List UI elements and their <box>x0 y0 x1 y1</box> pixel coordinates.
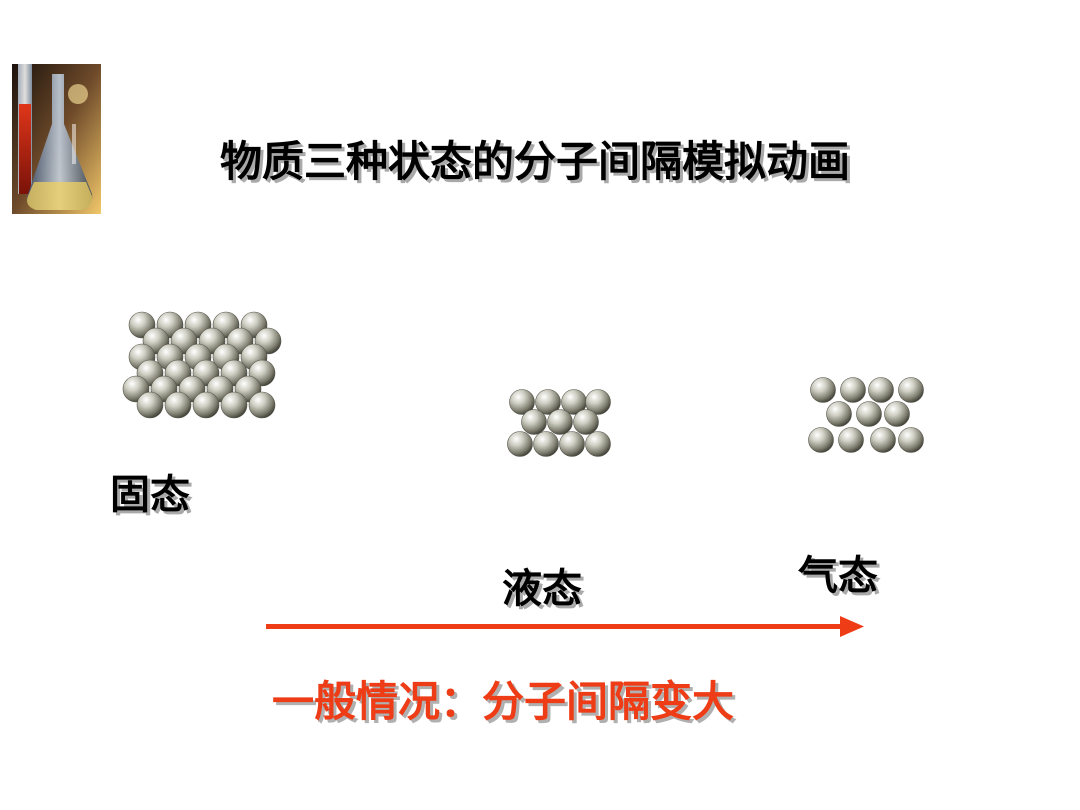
molecule <box>810 377 836 403</box>
solid-state-label: 固态 <box>110 472 190 518</box>
molecule <box>192 391 220 419</box>
molecule <box>585 389 611 415</box>
molecule <box>535 389 561 415</box>
right-arrow-icon <box>266 616 864 637</box>
liquid-molecules <box>507 389 611 457</box>
molecule <box>507 431 533 457</box>
molecule <box>547 409 573 435</box>
solid-molecules <box>122 311 282 419</box>
molecule <box>868 377 894 403</box>
molecule <box>898 427 924 453</box>
molecule <box>220 391 248 419</box>
molecule <box>808 427 834 453</box>
molecule <box>585 431 611 457</box>
molecule <box>509 389 535 415</box>
molecule <box>573 409 599 435</box>
molecule <box>884 401 910 427</box>
slide-title: 物质三种状态的分子间隔模拟动画 <box>220 137 851 186</box>
molecule <box>136 391 164 419</box>
molecule <box>856 401 882 427</box>
gas-state-label: 气态 <box>798 553 878 599</box>
molecule <box>521 409 547 435</box>
molecule <box>248 391 276 419</box>
molecule <box>533 431 559 457</box>
molecule <box>838 427 864 453</box>
gas-molecules <box>808 377 924 453</box>
molecule <box>870 427 896 453</box>
lab-glassware-icon <box>12 64 101 214</box>
molecule <box>898 377 924 403</box>
molecule <box>826 401 852 427</box>
molecule <box>164 391 192 419</box>
molecule <box>840 377 866 403</box>
lab-glassware-image <box>12 64 101 214</box>
molecule <box>559 431 585 457</box>
conclusion-text: 一般情况：分子间隔变大 <box>272 677 735 726</box>
liquid-state-label: 液态 <box>502 566 582 612</box>
